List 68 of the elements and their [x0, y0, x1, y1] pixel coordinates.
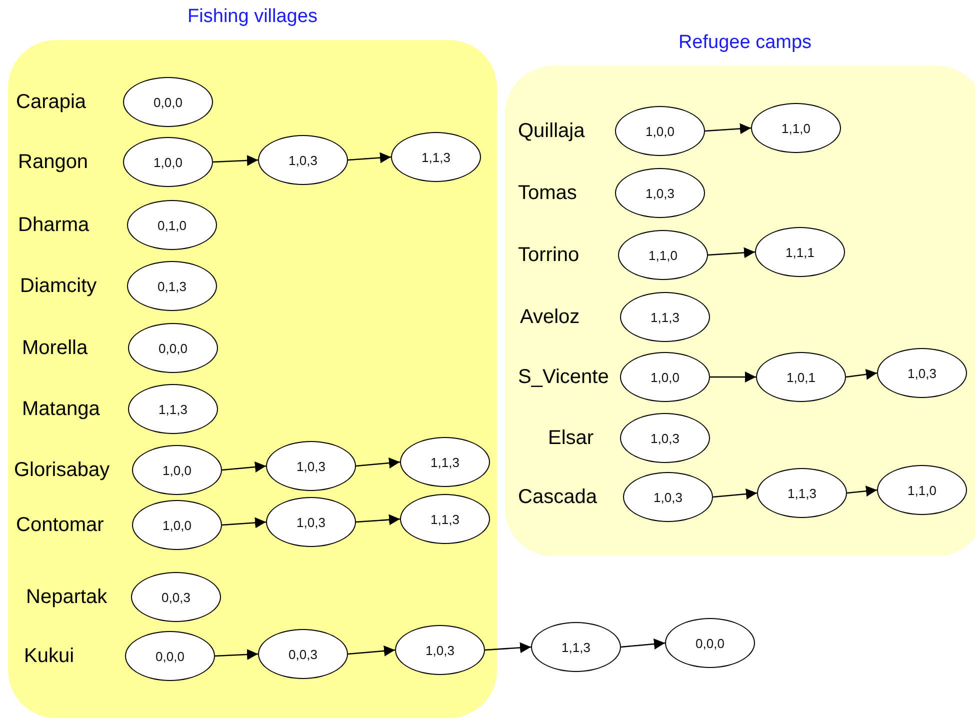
place-name: Torrino: [518, 243, 580, 267]
state-ellipse: 1,1,3: [400, 494, 490, 544]
place-name: Nepartak: [26, 585, 108, 609]
arrow: [348, 152, 392, 164]
place-name: Glorisabay: [14, 458, 110, 482]
state-ellipse: 1,0,1: [756, 352, 846, 402]
state-ellipse: 1,1,3: [757, 468, 847, 518]
state-ellipse: 1,0,3: [258, 135, 348, 185]
state-ellipse: 1,0,3: [623, 472, 713, 522]
state-ellipse: 0,0,0: [665, 618, 755, 668]
place-name: Tomas: [518, 181, 577, 205]
place-name: Contomar: [16, 513, 104, 537]
arrow: [222, 462, 266, 472]
state-ellipse: 1,0,3: [877, 348, 967, 398]
arrow: [348, 645, 396, 656]
place-name: Kukui: [24, 644, 74, 668]
state-ellipse: 1,0,3: [395, 625, 485, 675]
state-ellipse: 1,0,0: [123, 137, 213, 187]
panel-heading: Refugee camps: [677, 32, 813, 54]
state-ellipse: 1,1,3: [620, 292, 710, 342]
state-ellipse: 1,0,3: [266, 441, 356, 491]
arrow: [846, 368, 878, 380]
arrow: [704, 123, 752, 134]
arrow: [222, 517, 266, 528]
state-ellipse: 1,0,3: [615, 168, 705, 218]
state-ellipse: 1,1,0: [877, 465, 967, 515]
state-ellipse: 1,1,3: [400, 437, 490, 487]
arrow: [620, 638, 666, 650]
arrow: [712, 488, 758, 500]
place-name: Rangon: [18, 150, 88, 174]
state-ellipse: 1,0,0: [132, 445, 222, 495]
arrow: [212, 155, 258, 166]
state-ellipse: 1,0,3: [266, 497, 356, 547]
arrow: [846, 486, 878, 497]
state-ellipse: 0,0,0: [123, 77, 213, 127]
place-name: Aveloz: [520, 305, 580, 329]
arrow: [356, 514, 400, 526]
state-ellipse: 1,1,1: [755, 227, 845, 277]
state-ellipse: 1,1,3: [128, 384, 218, 434]
state-ellipse: 1,0,0: [620, 352, 710, 402]
arrow: [710, 372, 756, 382]
place-name: Quillaja: [518, 119, 585, 143]
state-ellipse: 1,0,0: [615, 106, 705, 156]
place-name: Dharma: [18, 213, 90, 237]
panel-heading: Fishing villages: [186, 6, 318, 28]
state-ellipse: 1,0,0: [132, 500, 222, 550]
state-ellipse: 1,1,0: [751, 103, 841, 153]
state-ellipse: 0,0,0: [125, 631, 215, 681]
state-ellipse: 1,1,3: [391, 132, 481, 182]
state-ellipse: 0,0,0: [128, 323, 218, 373]
state-ellipse: 0,0,3: [131, 572, 221, 622]
place-name: Cascada: [518, 485, 597, 509]
arrow: [484, 642, 532, 654]
state-ellipse: 0,1,0: [127, 200, 217, 250]
arrow: [214, 649, 258, 660]
place-name: S_Vicente: [518, 365, 609, 389]
place-name: Elsar: [548, 426, 594, 450]
state-ellipse: 0,1,3: [127, 261, 217, 311]
state-ellipse: 1,1,3: [531, 622, 621, 672]
place-name: Diamcity: [20, 274, 97, 298]
arrow: [356, 458, 400, 468]
state-ellipse: 1,0,3: [620, 413, 710, 463]
place-name: Carapia: [16, 90, 86, 114]
arrow: [708, 247, 756, 258]
place-name: Matanga: [22, 397, 100, 421]
state-ellipse: 0,0,3: [258, 629, 348, 679]
place-name: Morella: [22, 336, 88, 360]
state-ellipse: 1,1,0: [618, 230, 708, 280]
